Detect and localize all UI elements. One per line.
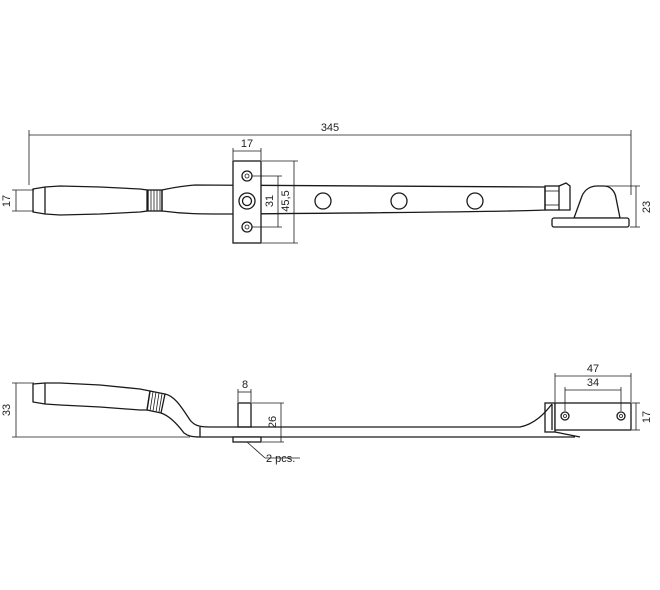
plate-height-label: 45,5 [280,190,292,211]
dimension-bracket-hole-spacing: 34 [564,377,622,411]
hole-spacing-label: 31 [264,195,276,207]
bracket-hole-right [616,411,626,421]
stay-hole-3 [466,192,484,210]
plate-pin-hole [238,192,256,210]
dimension-bracket-width: 47 [554,363,632,402]
stay-hole-2 [390,192,408,210]
handle-height-label: 17 [1,195,13,207]
dimension-pin-width: 8 [237,379,252,402]
end-pin-height-label: 23 [641,201,653,213]
dimension-overall-length: 345 [28,122,632,195]
quantity-note-label: 2 pcs. [266,453,295,465]
side-end-bracket [544,402,632,438]
total-height-label: 33 [1,404,13,416]
top-view: 345 17 [1,122,653,244]
dimension-end-pin-height: 23 [605,185,653,228]
plate-width-label: 17 [241,138,253,150]
dimension-pin-height: 26 [252,402,284,443]
side-pin [232,402,262,443]
dimension-handle-height: 17 [1,189,34,212]
side-handle-ferrule [146,390,166,414]
bracket-width-label: 47 [587,363,599,375]
side-stay-arm [160,393,575,438]
end-pin-bracket [544,182,630,228]
mounting-plate [232,160,262,244]
side-handle-grip [32,382,151,411]
bracket-height-label: 17 [641,411,653,423]
quantity-note: 2 pcs. [246,441,300,465]
dimension-hole-spacing: 31 [252,175,282,228]
dimension-plate-width: 17 [232,138,262,160]
handle-ferrule [147,189,163,212]
dimension-total-height: 33 [1,382,190,438]
pin-width-label: 8 [242,379,248,391]
stay-hole-1 [314,192,332,210]
overall-length-label: 345 [321,122,339,134]
bracket-hole-left [560,411,570,421]
pin-height-label: 26 [267,416,279,428]
stay-arm [161,184,546,215]
side-view: 33 [1,363,653,465]
handle-grip [32,185,148,216]
dimension-plate-height: 45,5 [262,160,298,244]
dimension-bracket-height: 17 [632,402,653,431]
bracket-hole-spacing-label: 34 [587,377,599,389]
